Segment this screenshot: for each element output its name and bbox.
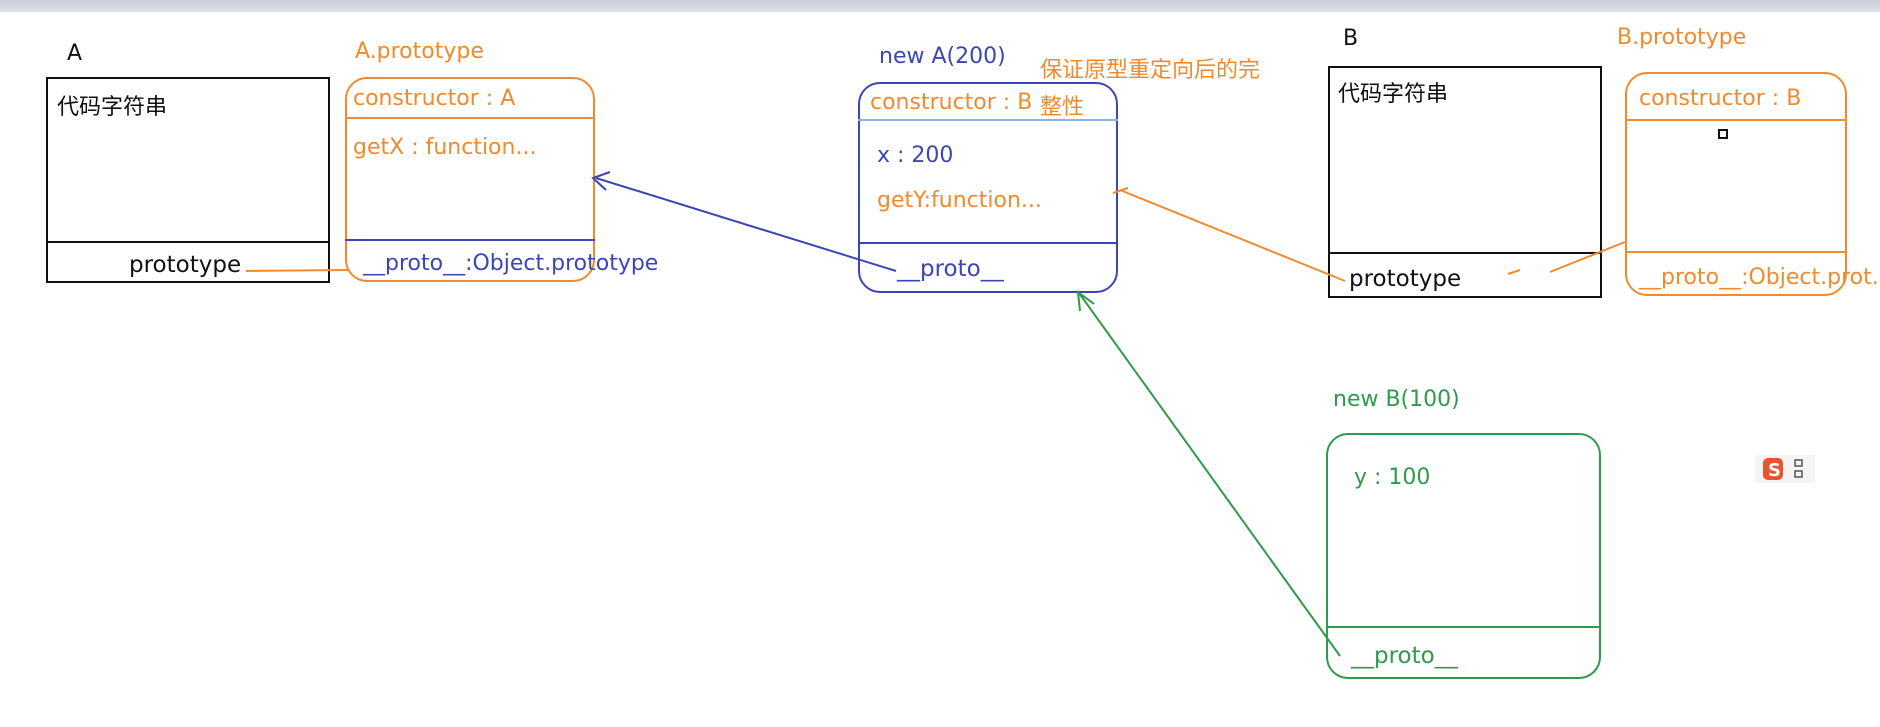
node-a-prototype-divider-bottom <box>345 239 595 241</box>
node-b-prototype-constructor: constructor : B <box>1639 86 1802 111</box>
node-new-a-constructor: constructor : B <box>870 90 1033 115</box>
dash-mark-2 <box>1507 269 1521 275</box>
node-a-prototype-constructor: constructor : A <box>353 86 516 111</box>
node-new-b-y: y : 100 <box>1354 465 1431 490</box>
node-new-a-box <box>858 82 1118 293</box>
node-a-prototype-proto: __proto__:Object.prototype <box>363 251 659 276</box>
note-line-2: 整性 <box>1040 95 1085 120</box>
node-b-prototype-box <box>1625 72 1847 296</box>
node-new-a-x: x : 200 <box>877 143 954 168</box>
node-b-prototype-proto: __proto__:Object.prot.. <box>1639 265 1880 290</box>
node-a-title: A <box>67 41 83 66</box>
node-b-prototype-divider-top <box>1625 119 1847 121</box>
node-new-a-proto: __proto__ <box>897 256 1004 282</box>
node-b-prototype-label: prototype <box>1349 266 1462 292</box>
edge-b-prototype-link <box>1549 241 1626 273</box>
node-new-b-proto: __proto__ <box>1351 643 1458 669</box>
s-logo-icon: S <box>1755 455 1815 483</box>
node-b-divider <box>1328 252 1602 254</box>
node-b-title: B <box>1343 26 1359 51</box>
arrowhead-blue <box>591 171 611 191</box>
node-b-box <box>1328 66 1602 298</box>
window-top-bar <box>0 0 1880 12</box>
note-line-1: 保证原型重定向后的完 <box>1040 58 1261 83</box>
node-a-prototype-title: A.prototype <box>355 39 484 64</box>
node-a-box <box>46 77 330 283</box>
arrowhead-green <box>1076 289 1095 312</box>
cursor-square-icon <box>1718 129 1728 139</box>
node-new-a-title: new A(200) <box>879 44 1006 69</box>
node-a-prototype-label: prototype <box>129 252 242 278</box>
dash-mark-1 <box>1112 187 1129 194</box>
node-b-body-text: 代码字符串 <box>1338 82 1449 107</box>
node-a-body-text: 代码字符串 <box>57 95 168 120</box>
node-new-b-title: new B(100) <box>1333 387 1460 412</box>
node-new-b-divider <box>1326 626 1601 628</box>
node-new-a-divider-bottom <box>858 242 1118 244</box>
edge-a-prototype-link <box>245 269 349 272</box>
node-new-b-box <box>1326 433 1601 679</box>
svg-text:S: S <box>1768 460 1781 481</box>
edge-b-prototype-to-new-a <box>1119 189 1346 282</box>
node-a-divider <box>46 241 330 243</box>
node-new-a-gety: getY:function... <box>877 188 1042 213</box>
node-b-prototype-title: B.prototype <box>1617 25 1747 50</box>
node-a-prototype-getx: getX : function... <box>353 135 537 160</box>
node-b-prototype-divider-bottom <box>1625 251 1847 253</box>
node-a-prototype-divider-top <box>345 117 595 119</box>
edge-new-a-proto-to-a-prototype <box>595 177 897 272</box>
node-new-a-divider-top <box>858 119 1118 121</box>
edge-new-b-proto-to-new-a <box>1078 292 1341 657</box>
